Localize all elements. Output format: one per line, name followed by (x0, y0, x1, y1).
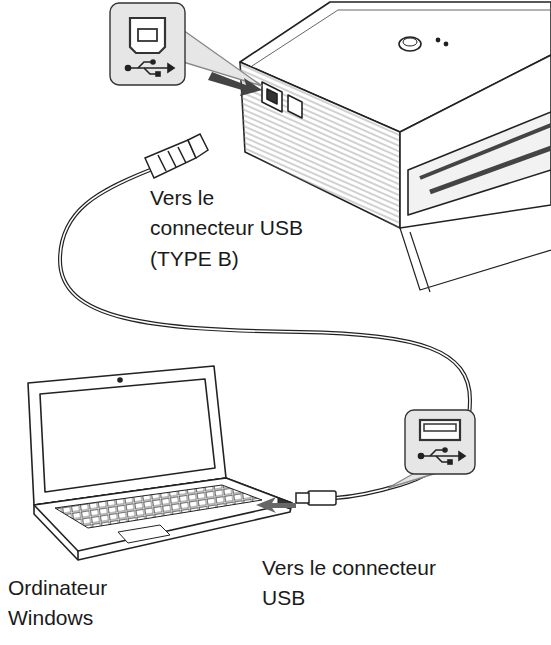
usb-b-callout (110, 3, 262, 86)
usb-b-plug (145, 134, 208, 178)
label: Vers le connecteur USB (TYPE B) (150, 183, 310, 274)
usb-a-callout (388, 410, 475, 488)
label: Ordinateur Windows (8, 573, 148, 634)
usb-a-plug (296, 491, 336, 505)
label: Vers le connecteur USB (262, 553, 442, 614)
laptop (28, 366, 292, 560)
usb-symbol (419, 448, 466, 464)
plug-arrow (256, 497, 296, 513)
printer (240, 2, 551, 292)
plug-arrow (208, 72, 262, 96)
usb-symbol (126, 60, 175, 76)
